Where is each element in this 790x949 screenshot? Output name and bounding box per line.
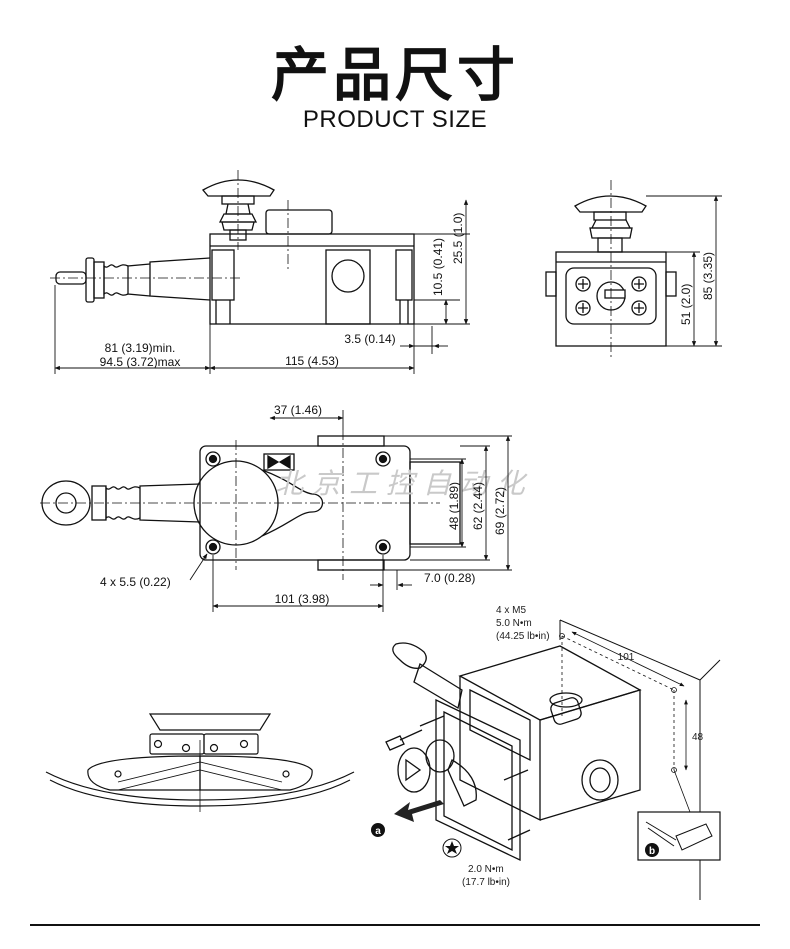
screw-torque-nm: 5.0 N•m bbox=[496, 618, 532, 629]
dim-7: 7.0 (0.28) bbox=[424, 571, 475, 585]
dim-holes: 4 x 5.5 (0.22) bbox=[100, 575, 171, 589]
dim-offset: 3.5 (0.14) bbox=[344, 332, 395, 346]
callout-b-label: b bbox=[649, 846, 655, 857]
top-view-drawing bbox=[40, 430, 461, 580]
front-view-drawing bbox=[545, 180, 677, 360]
dim-62: 62 (2.44) bbox=[471, 482, 485, 530]
dim-69: 69 (2.72) bbox=[493, 487, 507, 535]
dim-height-small: 10.5 (0.41) bbox=[431, 238, 445, 296]
mounting-dimensions bbox=[559, 631, 691, 813]
page-subtitle: PRODUCT SIZE bbox=[302, 106, 488, 133]
screw-torque-lb: (44.25 lb•in) bbox=[496, 631, 550, 642]
switch-isometric-drawing bbox=[385, 635, 675, 862]
dim-body-length: 115 (4.53) bbox=[285, 354, 339, 368]
watermark: 北 京 工 控 自 动 化 bbox=[275, 467, 527, 500]
callout-a-badge bbox=[371, 823, 385, 837]
bottom-divider bbox=[30, 924, 760, 926]
dim-37: 37 (1.46) bbox=[274, 403, 322, 417]
cover-torque-nm: 2.0 N•m bbox=[468, 864, 504, 875]
callout-b-badge bbox=[645, 843, 659, 857]
corner-pulley-drawing bbox=[45, 713, 355, 812]
dim-front-height-large: 85 (3.35) bbox=[701, 252, 715, 300]
removal-arrow bbox=[394, 800, 444, 822]
dim-101: 101 (3.98) bbox=[275, 592, 330, 606]
mount-dim-48: 48 bbox=[692, 732, 704, 743]
torx-icon bbox=[442, 838, 462, 858]
mount-dim-101: 101 bbox=[618, 652, 635, 663]
page-title: 产品尺寸 bbox=[270, 41, 519, 109]
screw-spec: 4 x M5 bbox=[496, 605, 526, 616]
dim-front-height-small: 51 (2.0) bbox=[679, 284, 693, 325]
side-view-dimensions bbox=[54, 199, 470, 374]
cover-torque-lb: (17.7 lb•in) bbox=[462, 877, 510, 888]
dim-rope-max: 94.5 (3.72)max bbox=[100, 355, 181, 369]
top-view-dimensions bbox=[189, 410, 512, 612]
dim-rope-min: 81 (3.19)min. bbox=[105, 341, 176, 355]
side-view-drawing bbox=[50, 170, 415, 325]
callout-a-label: a bbox=[375, 826, 381, 837]
front-view-dimensions bbox=[646, 195, 722, 347]
detail-b-drill bbox=[645, 821, 713, 851]
dim-48: 48 (1.89) bbox=[447, 482, 461, 530]
dim-height-large: 25.5 (1.0) bbox=[451, 213, 465, 264]
